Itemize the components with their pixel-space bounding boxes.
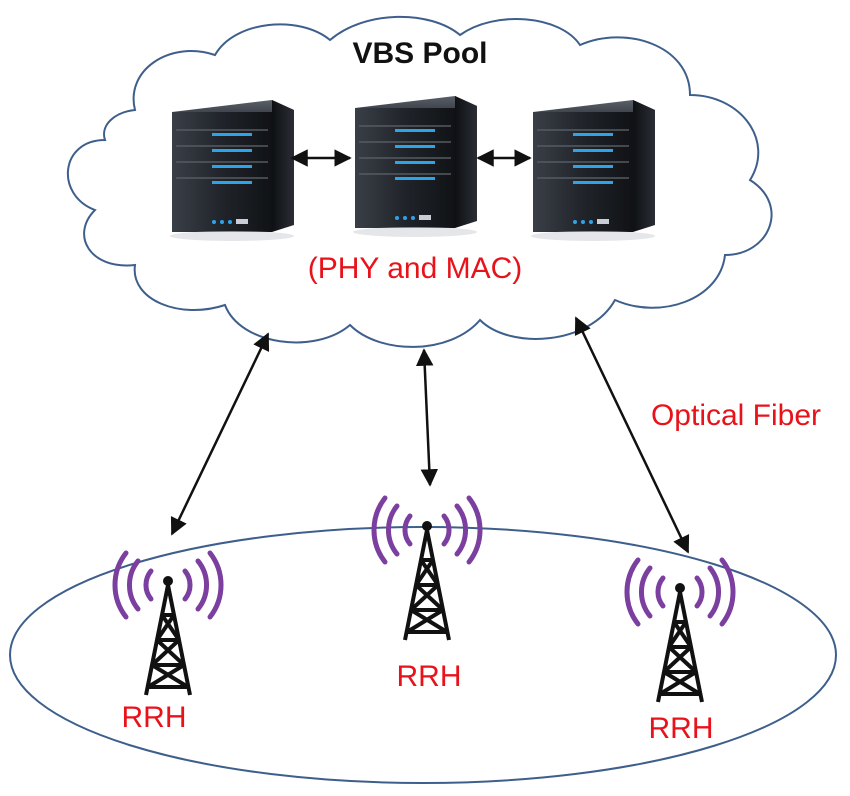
server-icon (170, 100, 294, 241)
rrh-tower-icon (371, 495, 483, 641)
rrh-tower-icon (112, 550, 224, 696)
rrh-tower-icon (624, 557, 736, 703)
server-icon (531, 100, 655, 241)
server-icon (353, 96, 477, 237)
fiber-label: Optical Fiber (651, 399, 821, 432)
cloud-title: VBS Pool (352, 37, 487, 70)
fiber-link-arrow (415, 348, 439, 487)
rrh-label: RRH (649, 712, 714, 745)
fiber-link-arrow (574, 316, 690, 554)
fiber-link-arrow (170, 332, 270, 536)
rrh-label: RRH (397, 660, 462, 693)
rrh-label: RRH (122, 701, 187, 734)
cloud-subtitle: (PHY and MAC) (308, 252, 523, 285)
